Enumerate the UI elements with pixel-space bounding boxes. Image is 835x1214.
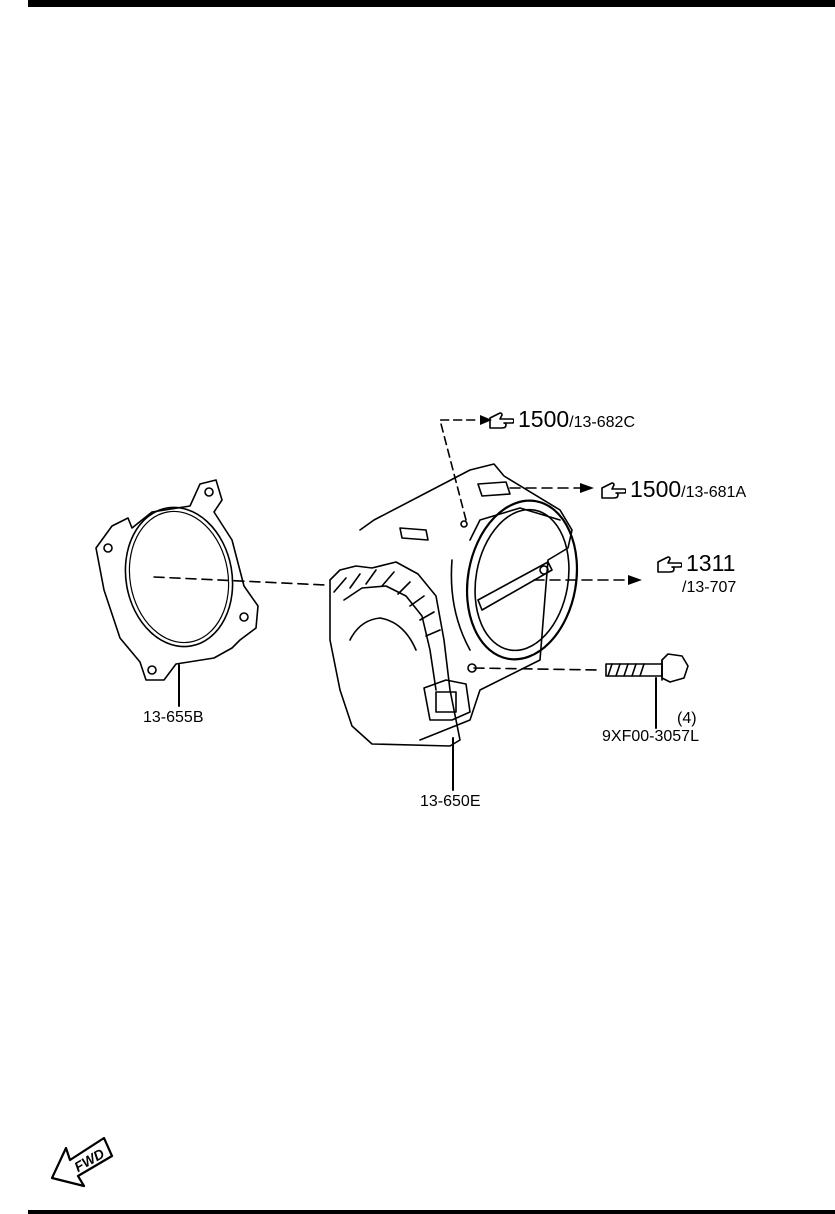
bolt-part-number: 9XF00-3057L <box>602 728 699 745</box>
gasket-drawing <box>95 479 259 707</box>
bottom-border-rule <box>28 1210 835 1214</box>
bolt-alignment-dash <box>473 667 601 671</box>
gasket-part-number: 13-655B <box>143 709 204 726</box>
outlet-ref-group: 1311 <box>686 550 736 576</box>
bolt-quantity: (4) <box>677 710 697 727</box>
gasket-alignment-dash <box>153 576 327 586</box>
top-border-rule <box>28 0 835 7</box>
sensor-leader-dash <box>439 419 479 521</box>
pointing-hand-icon <box>489 412 514 429</box>
sensor-reference-callout: 1500/13-682C <box>488 408 635 431</box>
throttle-body-drawing <box>329 463 579 791</box>
bolt-drawing <box>605 653 689 729</box>
sensor-ref-group: 1500 <box>518 406 570 432</box>
bolt-ref-group: 1500 <box>630 476 682 502</box>
outlet-leader-arrowhead <box>628 575 642 585</box>
throttle-body-part-number: 13-650E <box>420 793 481 810</box>
bolt-ref-part: /13-681A <box>681 484 747 501</box>
outlet-reference-callout: 1311 <box>656 552 735 575</box>
bolt-reference-callout: 1500/13-681A <box>600 478 746 501</box>
pointing-hand-icon <box>657 556 682 573</box>
sensor-ref-part: /13-682C <box>569 414 635 431</box>
bolt-ref-leader-arrowhead <box>580 483 594 493</box>
pointing-hand-icon <box>601 482 626 499</box>
fwd-arrow-icon: FWD <box>50 1136 114 1188</box>
sensor-leader-arrowhead <box>480 415 492 425</box>
outlet-ref-part: /13-707 <box>682 579 737 596</box>
